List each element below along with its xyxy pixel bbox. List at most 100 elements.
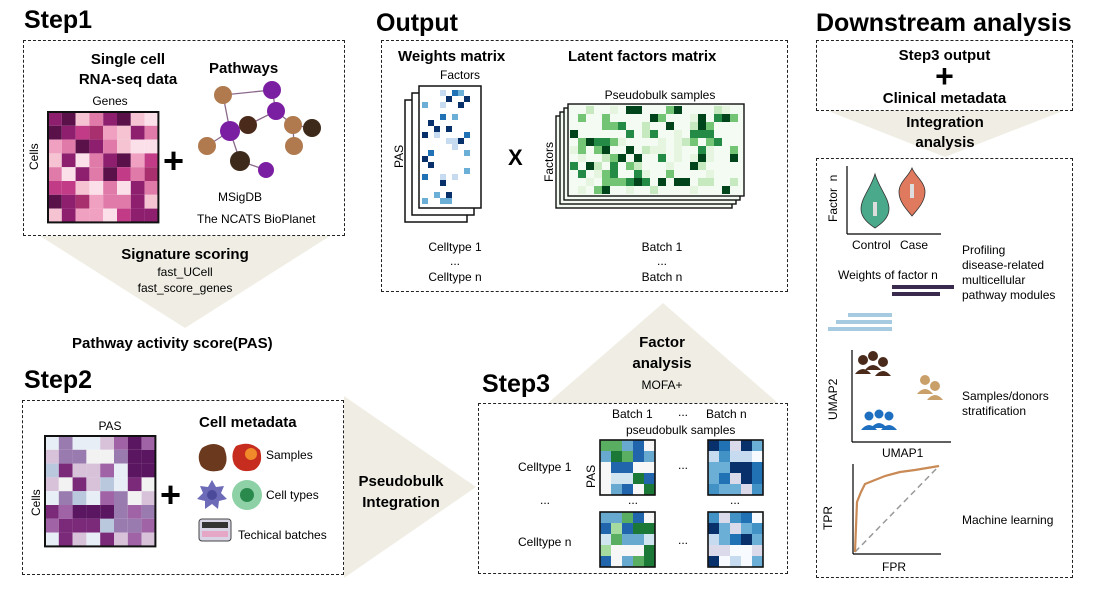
step3-funnel — [548, 303, 778, 403]
samples-label: Samples — [266, 448, 313, 462]
genes-label: Genes — [92, 94, 128, 108]
step3-mid-ellipsis-4: ... — [678, 533, 689, 547]
step3-batch-n: Batch n — [706, 407, 747, 421]
step1-panel — [23, 40, 345, 236]
step3-title: Step3 — [482, 370, 551, 398]
msigdb-label: MSigDB — [217, 190, 262, 204]
umap-xlabel: UMAP1 — [882, 446, 924, 460]
step3-mid-ellipsis-3: ... — [730, 493, 741, 507]
plus-icon-step2: + — [160, 474, 182, 515]
step3-mid-ellipsis-2: ... — [628, 493, 639, 507]
step2-title: Step2 — [24, 366, 93, 394]
times-icon: X — [508, 145, 523, 170]
factor-weights-bars — [828, 285, 954, 331]
step3-celltype-1: Celltype 1 — [518, 460, 572, 474]
umap-ylabel: UMAP2 — [826, 378, 840, 420]
downstream-top-panel — [816, 40, 1073, 111]
step3-heatmap-ctn-b1 — [599, 511, 656, 568]
output-title: Output — [376, 9, 458, 37]
cell-metadata-title: Cell metadata — [199, 414, 297, 431]
step3-heatmap-ctn-bn — [707, 511, 764, 568]
output-celltype-ellipsis: ... — [449, 254, 460, 268]
roc-xlabel: FPR — [882, 560, 906, 574]
integration-line2: analysis — [915, 134, 975, 151]
output-celltype-n: Celltype n — [428, 270, 482, 284]
mofa-label: MOFA+ — [641, 378, 683, 392]
step2-panel — [22, 400, 344, 575]
umap-plot — [851, 350, 951, 443]
weights-factors-label: Factors — [439, 68, 480, 82]
scrna-title-line1: Single cell — [90, 51, 166, 68]
ml-label: Machine learning — [962, 513, 1054, 527]
pas-label-step2: PAS — [98, 419, 122, 433]
plus-icon: + — [163, 140, 185, 181]
fa-line1: Factor — [639, 334, 685, 351]
weights-pas-label: PAS — [392, 144, 406, 168]
step3-heatmap-ct1-bn — [707, 439, 764, 496]
stratification-line1: Samples/donors — [962, 389, 1049, 403]
pathway-network-icon — [198, 81, 321, 178]
cells-label-step2: Cells — [29, 489, 43, 516]
violin-x-control: Control — [852, 238, 891, 252]
output-batch-n: Batch n — [641, 270, 683, 284]
fa-line2: analysis — [632, 355, 692, 372]
stratification-line2: stratification — [962, 404, 1027, 418]
step3-output-label: Step3 output — [898, 47, 991, 64]
step3-batch-ellipsis-top: ... — [678, 405, 689, 419]
profiling-line4: pathway modules — [962, 288, 1056, 302]
bioplanet-label: The NCATS BioPlanet — [197, 212, 316, 226]
cell-types-icon — [197, 480, 262, 510]
latent-factors-label: Factors — [542, 141, 556, 182]
pb-line2: Integration — [362, 494, 440, 511]
step3-row-ellipsis: ... — [540, 493, 551, 507]
pas-output-label: Pathway activity score(PAS) — [72, 335, 273, 352]
factor-analysis-label: Factor analysis — [612, 332, 712, 374]
step3-pas-label: PAS — [584, 464, 598, 488]
sequencer-icon — [198, 518, 232, 542]
weights-matrix-stack — [404, 85, 482, 223]
step1-funnel — [40, 236, 330, 328]
downstream-funnel — [828, 111, 1063, 157]
scrna-title-line2: RNA-seq data — [78, 71, 178, 88]
scoring-fn-genes: fast_score_genes — [137, 281, 233, 295]
scoring-fn-ucell: fast_UCell — [157, 265, 213, 279]
step3-heatmap-ct1-b1 — [599, 439, 656, 496]
weights-factor-title: Weights of factor n — [838, 268, 938, 282]
cells-label: Cells — [27, 143, 41, 170]
pas-heatmap — [44, 435, 157, 548]
batches-label: Techical batches — [238, 528, 327, 542]
plus-icon-downstream: + — [935, 58, 954, 94]
profiling-line1: Profiling — [962, 243, 1006, 257]
output-panel — [381, 40, 788, 292]
downstream-main-panel — [816, 158, 1073, 578]
integration-analysis-label: Integration analysis — [870, 113, 1020, 153]
pathways-title: Pathways — [209, 60, 279, 77]
latent-matrix-stack — [555, 103, 745, 209]
latent-matrix-title: Latent factors matrix — [568, 48, 717, 65]
profiling-line3: multicellular — [962, 273, 1026, 287]
scrna-heatmap — [47, 111, 160, 224]
violin-plot — [846, 166, 941, 235]
stratification-label: Samples/donors stratification — [962, 389, 1049, 419]
roc-curve — [852, 464, 941, 555]
downstream-title: Downstream analysis — [816, 9, 1072, 37]
violin-x-case: Case — [900, 238, 929, 252]
roc-ylabel: TPR — [821, 506, 835, 530]
violin-ylabel: Factor n — [826, 174, 840, 222]
cell-types-label: Cell types — [266, 488, 319, 502]
scrna-title: Single cell RNA-seq data — [58, 50, 198, 90]
step2-funnel — [344, 396, 476, 578]
pseudobulk-integration-label: Pseudobulk Integration — [346, 471, 456, 513]
integration-line1: Integration — [906, 114, 984, 131]
step3-panel — [478, 403, 788, 574]
output-batch-ellipsis: ... — [656, 254, 667, 268]
output-batch-1: Batch 1 — [641, 240, 683, 254]
step1-title: Step1 — [24, 6, 93, 34]
profiling-label: Profiling disease-related multicellular … — [962, 243, 1055, 303]
samples-icon — [198, 443, 262, 472]
pseudobulk-samples-label: Pseudobulk samples — [604, 88, 716, 102]
step3-celltype-n: Celltype n — [518, 535, 572, 549]
step3-mid-ellipsis-1: ... — [678, 458, 689, 472]
profiling-line2: disease-related — [962, 258, 1045, 272]
step3-batch-1: Batch 1 — [612, 407, 653, 421]
